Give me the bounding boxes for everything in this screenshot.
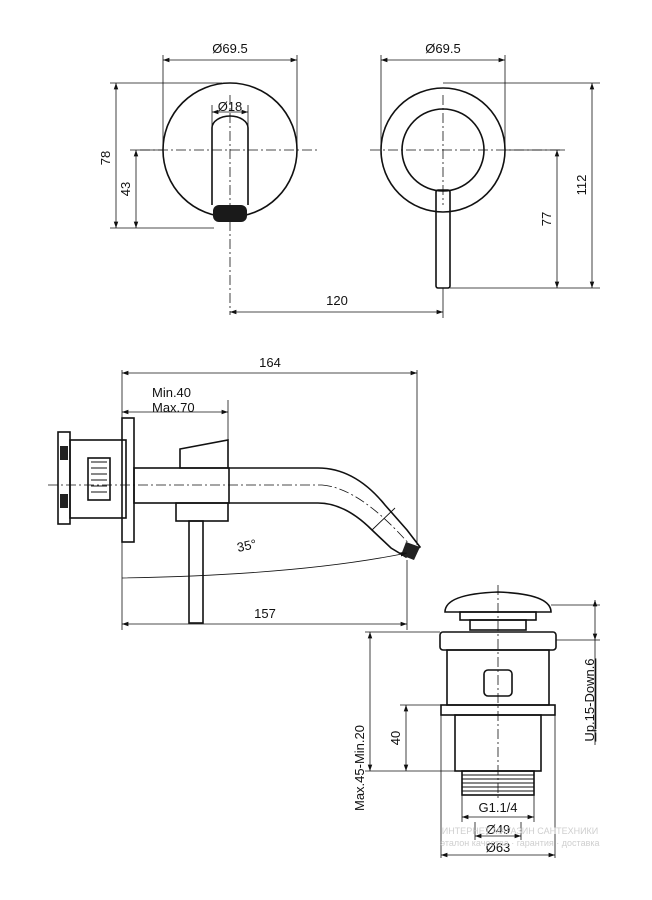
box-marking-top (60, 446, 68, 460)
inner-diameter-label: Ø49 (486, 822, 511, 837)
front-view: Ø69.5 Ø18 78 43 (98, 41, 320, 315)
drain-view: Max.45-Min.20 40 Up.15-Down.6 G1.1/4 Ø49… (352, 585, 600, 858)
outer-diameter-label: Ø63 (486, 840, 511, 855)
rear-height-label: 112 (574, 175, 589, 196)
valve-connector (87, 457, 111, 501)
watermark: ИНТЕРНЕТ МАГАЗИН САНТЕХНИКИ эталон качес… (441, 826, 600, 848)
rear-view: Ø69.5 112 77 (370, 41, 600, 289)
wall-max-label: Max.70 (152, 400, 195, 415)
watermark-line2: эталон качества · гарантия · доставка (441, 838, 600, 848)
spout-side (229, 467, 422, 558)
lever-base (179, 439, 229, 469)
connector-thread (91, 461, 107, 493)
overall-length-label: 164 (259, 355, 281, 370)
thread-label: G1.1/4 (478, 800, 517, 815)
drain-travel-label: Up.15-Down.6 (582, 658, 597, 741)
drain-range-label: Max.45-Min.20 (352, 725, 367, 811)
wall-box-body (69, 439, 127, 519)
wall-box-flange (57, 431, 71, 525)
spout-front (211, 115, 249, 205)
lever-hub (175, 502, 229, 522)
mixer-body-side (133, 467, 230, 504)
rear-diameter-label: Ø69.5 (425, 41, 460, 56)
drain-body-label: 40 (388, 731, 403, 745)
spacing-dimension: 120 (230, 288, 444, 318)
spout-diameter-label: Ø18 (218, 99, 243, 114)
spacing-label: 120 (326, 293, 348, 308)
lever-label: 77 (539, 212, 554, 226)
box-marking-bottom (60, 494, 68, 508)
wall-plate-side (121, 417, 135, 543)
angle-label: 35° (236, 536, 258, 555)
aerator-front (213, 205, 247, 222)
spout-axis-label: 43 (118, 182, 133, 196)
swivel-angle-arc (121, 552, 408, 579)
watermark-line1: ИНТЕРНЕТ МАГАЗИН САНТЕХНИКИ (442, 826, 599, 836)
spout-reach-label: 157 (254, 606, 276, 621)
lever-side (188, 520, 204, 624)
side-view: 164 Min.40 Max.70 35° 157 (48, 355, 422, 630)
front-diameter-label: Ø69.5 (212, 41, 247, 56)
front-height-label: 78 (98, 151, 113, 165)
wall-min-label: Min.40 (152, 385, 191, 400)
